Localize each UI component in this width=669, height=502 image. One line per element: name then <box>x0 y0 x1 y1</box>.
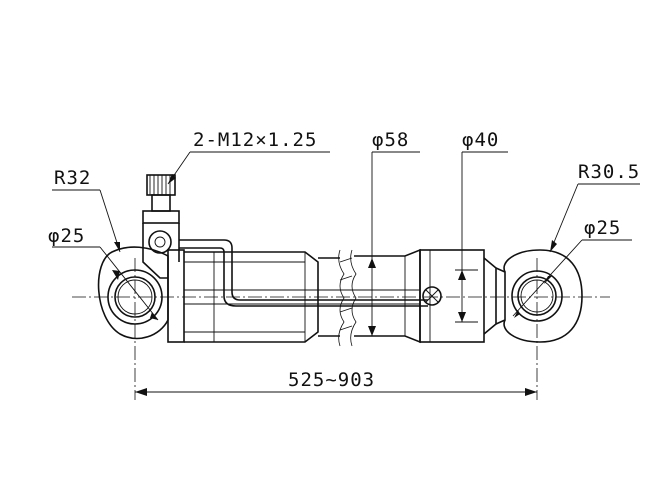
phi58-dimension <box>368 151 420 336</box>
left-eye-radius-label: R32 <box>54 167 91 189</box>
cylinder-barrel <box>167 248 506 344</box>
r32-leader <box>52 189 121 253</box>
break-hatching <box>338 249 357 347</box>
center-lines <box>72 258 610 400</box>
thread-leader <box>167 151 330 185</box>
port-thread-label: 2-M12×1.25 <box>193 129 317 151</box>
barrel-dia-label: φ58 <box>372 129 409 151</box>
left-phi25-leader <box>52 246 159 321</box>
right-phi25-leader <box>512 239 632 318</box>
left-pin-dia-label: φ25 <box>48 225 85 247</box>
stroke-length-label: 525~903 <box>288 369 375 391</box>
phi40-dimension <box>455 151 508 323</box>
port-fitting <box>142 174 180 279</box>
rod-dia-label: φ40 <box>462 129 499 151</box>
oil-pipe <box>179 239 442 307</box>
left-eye <box>97 246 169 340</box>
length-dimension <box>135 388 537 396</box>
right-eye-radius-label: R30.5 <box>578 161 640 183</box>
r30-5-leader <box>549 183 640 253</box>
right-pin-dia-label: φ25 <box>584 217 621 239</box>
right-eye <box>503 249 583 343</box>
